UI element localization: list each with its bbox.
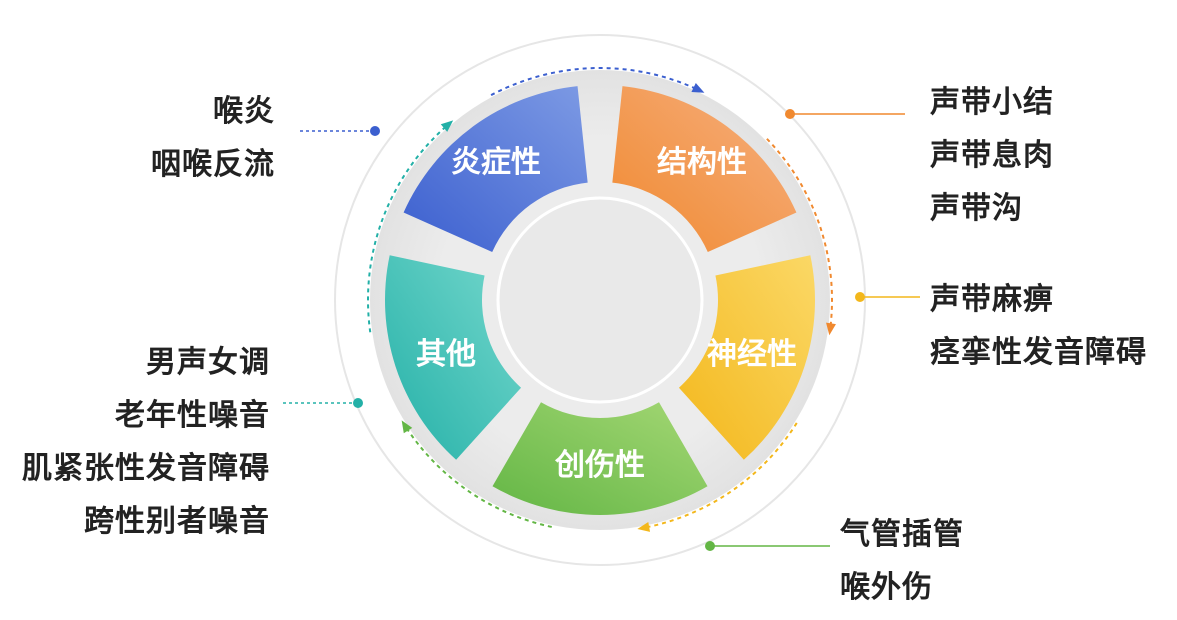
arrow-neurological [640,422,798,530]
segment-label-other: 其他 [416,337,476,372]
arrow-structural [766,138,833,333]
connector-dot-structural [785,109,795,119]
annotation-item: 男声女调 [146,345,270,380]
annotation-item: 肌紧张性发音障碍 [22,451,270,486]
arrowhead-neurological [637,521,651,532]
annotation-item: 气管插管 [840,517,964,552]
annotation-neurological: 声带麻痹 痉挛性发音障碍 [930,273,1147,379]
arrow-other [367,121,452,333]
annotation-inflammatory: 喉炎 咽喉反流 [151,85,275,191]
segment-label-structural: 结构性 [657,145,747,180]
connector-dot-traumatic [705,541,715,551]
arrowhead-structural [826,322,836,336]
segment-traumatic [492,402,708,515]
outer-ring [334,34,866,566]
segment-inflammatory [403,86,588,253]
annotation-item: 老年性噪音 [115,398,270,433]
annotation-other: 男声女调 老年性噪音 肌紧张性发音障碍 跨性别者噪音 [22,336,270,548]
annotation-item: 喉炎 [213,94,275,129]
annotation-item: 声带息肉 [930,138,1054,173]
annotation-item: 痉挛性发音障碍 [930,335,1147,370]
center-circle [496,196,704,404]
annotation-item: 声带沟 [930,191,1023,226]
arrowhead-inflammatory [691,83,705,93]
annotation-item: 喉外伤 [840,570,933,605]
annotation-item: 声带小结 [930,85,1054,120]
segment-neurological [678,255,815,460]
segment-label-traumatic: 创伤性 [554,448,645,483]
segment-structural [612,86,797,253]
segment-other [385,255,522,460]
annotation-item: 跨性别者噪音 [84,504,270,539]
annotation-item: 咽喉反流 [151,147,275,182]
connector-dot-neurological [855,292,865,302]
arrowhead-traumatic [401,420,413,434]
segment-label-neurological: 神经性 [707,337,797,372]
annotation-item: 声带麻痹 [930,282,1054,317]
connector-dot-inflammatory [370,126,380,136]
segment-label-inflammatory: 炎症性 [451,145,541,180]
connector-dot-other [353,398,363,408]
annotation-traumatic: 气管插管 喉外伤 [840,508,964,614]
arrowhead-other [440,120,454,132]
arrow-traumatic [402,422,552,528]
annotation-structural: 声带小结 声带息肉 声带沟 [930,76,1054,235]
